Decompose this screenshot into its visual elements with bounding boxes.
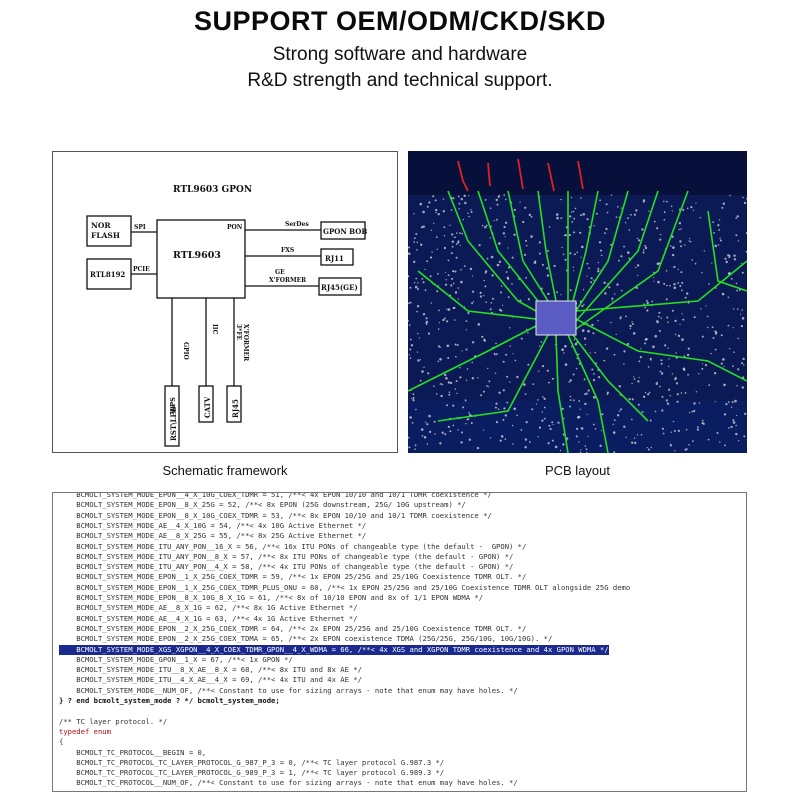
schematic-heading: RTL9603 GPON xyxy=(173,185,252,195)
code-line: BCMOLT_SYSTEM_MODE_GPON__1_X = 67, /**< … xyxy=(59,654,293,664)
rtl8192-label: RTL8192 xyxy=(90,270,125,279)
code-line: /** TC layer protocol. */ xyxy=(59,716,168,726)
rj45ge-label: RJ45(GE) xyxy=(321,283,358,292)
code-line: BCMOLT_SYSTEM_MODE_EPON__2_X_25G_COEX_TD… xyxy=(59,623,527,633)
code-line: typedef enum xyxy=(59,726,111,736)
code-line: BCMOLT_SYSTEM_MODE_AE__4_X_10G = 54, /**… xyxy=(59,520,367,530)
code-line: BCMOLT_SYSTEM_MODE_EPON__4_X_10G_COEX_TD… xyxy=(59,492,492,499)
spi-label: SPI xyxy=(134,224,146,231)
code-line: BCMOLT_TC_PROTOCOL_TC_LAYER_PROTOCOL_G_9… xyxy=(59,757,445,767)
code-line: BCMOLT_SYSTEM_MODE_EPON__2_X_25G_COEX_TD… xyxy=(59,634,553,644)
fe-label: 3*FE xyxy=(235,324,242,341)
gpon-bob-label: GPON BOB xyxy=(323,227,367,236)
code-line: BCMOLT_SYSTEM_MODE_EPON__8_X_10G_8_X_1G … xyxy=(59,593,484,602)
fe-xformer-label: X'FORMER xyxy=(242,324,249,362)
wps-label: WPS xyxy=(169,397,177,415)
iic-label: IIC xyxy=(211,324,218,335)
rj11-label: RJ11 xyxy=(325,254,344,263)
code-line: BCMOLT_SYSTEM_MODE_EPON__1_X_25G_COEX_TD… xyxy=(59,572,527,582)
pcb-artwork xyxy=(408,151,747,453)
code-line: BCMOLT_SYSTEM_MODE_XGS_XGPON__4_X_COEX_T… xyxy=(59,644,609,655)
pcb-main-chip xyxy=(535,300,577,336)
nor-label: NOR xyxy=(91,221,111,230)
code-line: BCMOLT_TC_PROTOCOL__BEGIN = 0, xyxy=(59,747,207,757)
code-line: BCMOLT_SYSTEM_MODE_AE__4_X_1G = 63, /**<… xyxy=(59,613,358,623)
code-line: BCMOLT_TC_PROTOCOL_TC_LAYER_PROTOCOL_G_9… xyxy=(59,768,445,778)
catv-label: CATV xyxy=(203,396,212,418)
code-line: BCMOLT_SYSTEM_MODE_ITU__8_X_AE__8_X = 68… xyxy=(59,665,362,675)
ge-label: GE xyxy=(275,269,285,276)
code-line: BCMOLT_SYSTEM_MODE_AE__8_X_25G = 55, /**… xyxy=(59,531,367,541)
schematic-framework-image: RTL9603 GPON RTL9603 NOR FLASH RTL8192 S… xyxy=(52,151,398,453)
code-line: BCMOLT_SYSTEM_MODE_EPON__8_X_10G_COEX_TD… xyxy=(59,510,492,520)
code-line: BCMOLT_SYSTEM_MODE_EPON__8_X_25G = 52, /… xyxy=(59,500,466,510)
code-line: BCMOLT_SYSTEM_MODE_ITU_ANY_PON__4_X = 58… xyxy=(59,562,514,572)
code-line: BCMOLT_SYSTEM_MODE_EPON__1_X_25G_COEX_TD… xyxy=(59,582,631,592)
pcb-layout-image xyxy=(408,151,747,453)
schematic-diagram: RTL9603 GPON RTL9603 NOR FLASH RTL8192 S… xyxy=(86,185,367,447)
chip-label: RTL9603 xyxy=(173,250,221,261)
serdes-label: SerDes xyxy=(285,221,309,228)
rj11-box xyxy=(320,248,354,266)
flash-label: FLASH xyxy=(91,231,120,240)
code-line: BCMOLT_SYSTEM_MODE_ITU_ANY_PON__8_X = 57… xyxy=(59,551,514,561)
pcie-label: PCIE xyxy=(133,266,150,273)
subtitle-line-1: Strong software and hardware xyxy=(272,44,528,65)
schematic-caption: Schematic framework xyxy=(162,463,288,478)
rtl9603-chip-box xyxy=(156,219,246,299)
rj45-label: RJ45 xyxy=(231,399,240,418)
fxs-label: FXS xyxy=(281,247,294,254)
source-code-image: BCMOLT_SYSTEM_MODE_EPON__4_X_10G_COEX_TD… xyxy=(52,492,747,792)
code-line: BCMOLT_SYSTEM_MODE_AE__8_X_1G = 62, /**<… xyxy=(59,603,358,613)
code-line: BCMOLT_TC_PROTOCOL__NUM_OF, /**< Constan… xyxy=(59,778,518,788)
pon-label: PON xyxy=(227,224,243,231)
code-line: { xyxy=(59,737,64,747)
page-title: SUPPORT OEM/ODM/CKD/SKD xyxy=(193,6,607,36)
subtitle-line-2: R&D strength and technical support. xyxy=(247,70,553,91)
rst-led-label: RST\LED xyxy=(169,406,178,441)
code-line: BCMOLT_SYSTEM_MODE__NUM_OF, /**< Constan… xyxy=(59,685,518,695)
nor-flash-box xyxy=(86,215,132,247)
code-line: BCMOLT_SYSTEM_MODE_ITU_ANY_PON__16_X = 5… xyxy=(59,541,527,551)
ge-xformer-label: X'FORMER xyxy=(269,277,307,284)
code-line: } ? end bcmolt_system_mode ? */ bcmolt_s… xyxy=(59,696,280,705)
gpio-label: GPIO xyxy=(182,342,189,360)
pcb-caption: PCB layout xyxy=(544,463,611,478)
code-line: BCMOLT_SYSTEM_MODE_ITU__4_X_AE__4_X = 69… xyxy=(59,675,362,685)
